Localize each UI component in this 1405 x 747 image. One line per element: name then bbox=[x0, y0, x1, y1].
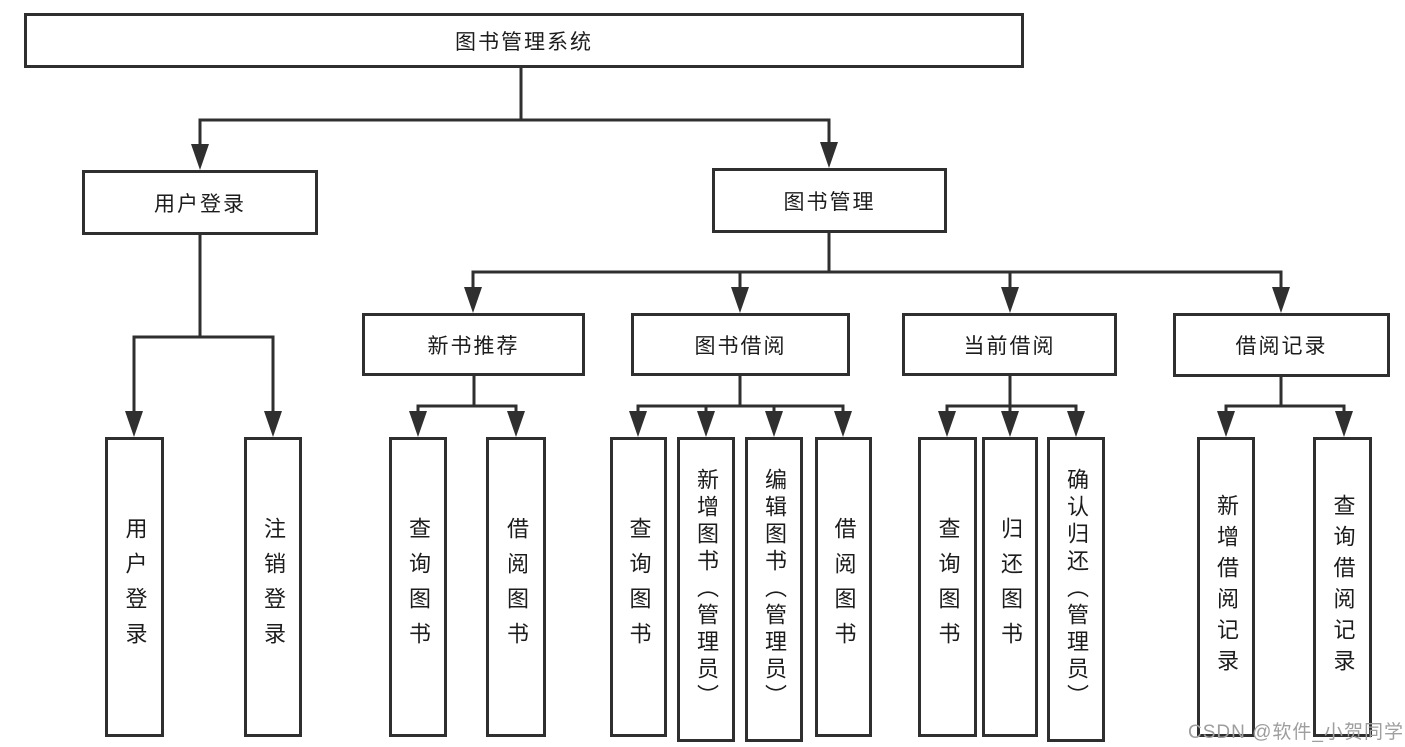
leaf-add-borrow-record: 新增借阅记录 bbox=[1197, 437, 1255, 737]
arrowhead bbox=[264, 411, 282, 437]
arrowhead bbox=[409, 411, 427, 437]
arrowhead bbox=[938, 411, 956, 437]
leaf-borrow-books-label: 借阅图书 bbox=[831, 517, 857, 657]
node-root-label: 图书管理系统 bbox=[455, 30, 593, 54]
arrowhead bbox=[507, 411, 525, 437]
leaf-add-book-admin-label: 新增图书（管理员） bbox=[694, 468, 719, 711]
arrowhead bbox=[1217, 411, 1235, 437]
connector-book-borrow-to-leaves bbox=[629, 376, 852, 437]
node-book-management-label: 图书管理 bbox=[783, 190, 876, 214]
arrowhead bbox=[1335, 411, 1353, 437]
node-book-borrow-label: 图书借阅 bbox=[694, 334, 787, 358]
leaf-user-login-label: 用户登录 bbox=[122, 517, 148, 657]
leaf-confirm-return-admin: 确认归还（管理员） bbox=[1047, 437, 1105, 742]
arrowhead bbox=[191, 144, 209, 170]
node-borrow-records-label: 借阅记录 bbox=[1235, 335, 1328, 358]
node-borrow-records: 借阅记录 bbox=[1173, 313, 1390, 377]
node-book-management: 图书管理 bbox=[712, 168, 947, 233]
arrowhead bbox=[464, 287, 482, 313]
arrowhead bbox=[820, 142, 838, 168]
node-book-borrow: 图书借阅 bbox=[631, 313, 850, 376]
arrowhead bbox=[1001, 411, 1019, 437]
leaf-query-borrow-record: 查询借阅记录 bbox=[1313, 437, 1372, 737]
leaf-logout-label: 注销登录 bbox=[261, 517, 286, 657]
arrowhead bbox=[1001, 287, 1019, 313]
connector-root-to-level2 bbox=[191, 68, 838, 170]
leaf-confirm-return-admin-label: 确认归还（管理员） bbox=[1064, 468, 1089, 711]
leaf-query-books-recommend: 查询图书 bbox=[389, 437, 447, 737]
arrowhead bbox=[731, 287, 749, 313]
node-root: 图书管理系统 bbox=[24, 13, 1024, 68]
leaf-query-books-borrow-label: 查询图书 bbox=[626, 517, 652, 657]
leaf-return-book-label: 归还图书 bbox=[998, 517, 1023, 657]
arrowhead bbox=[765, 411, 783, 437]
leaf-borrow-books-recommend: 借阅图书 bbox=[486, 437, 546, 737]
arrowhead bbox=[834, 411, 852, 437]
connector-book-management-to-level3 bbox=[464, 233, 1290, 313]
connector-user-login-to-leaves bbox=[125, 235, 282, 437]
leaf-borrow-books: 借阅图书 bbox=[815, 437, 872, 737]
leaf-query-books-borrow: 查询图书 bbox=[610, 437, 667, 737]
arrowhead bbox=[629, 411, 647, 437]
connector-borrow-records-to-leaves bbox=[1217, 377, 1353, 437]
arrowhead bbox=[1067, 411, 1085, 437]
node-new-book-recommend: 新书推荐 bbox=[362, 313, 585, 376]
leaf-edit-book-admin: 编辑图书（管理员） bbox=[745, 437, 803, 742]
connector-current-borrow-to-leaves bbox=[938, 376, 1085, 437]
leaf-query-books-recommend-label: 查询图书 bbox=[406, 517, 431, 657]
watermark: CSDN @软件_小贺同学 bbox=[1188, 722, 1404, 743]
node-user-login-label: 用户登录 bbox=[154, 192, 246, 216]
leaf-edit-book-admin-label: 编辑图书（管理员） bbox=[762, 468, 787, 711]
leaf-query-books-current: 查询图书 bbox=[918, 437, 977, 737]
leaf-user-login: 用户登录 bbox=[105, 437, 164, 737]
leaf-borrow-books-recommend-label: 借阅图书 bbox=[504, 517, 529, 657]
node-new-book-recommend-label: 新书推荐 bbox=[427, 334, 520, 358]
connector-new-book-to-leaves bbox=[409, 376, 525, 437]
arrowhead bbox=[697, 411, 715, 437]
leaf-add-book-admin: 新增图书（管理员） bbox=[677, 437, 735, 742]
arrowhead bbox=[125, 411, 143, 437]
leaf-return-book: 归还图书 bbox=[982, 437, 1038, 737]
arrowhead bbox=[1272, 287, 1290, 313]
node-user-login: 用户登录 bbox=[82, 170, 318, 235]
node-current-borrow: 当前借阅 bbox=[902, 313, 1117, 376]
leaf-logout: 注销登录 bbox=[244, 437, 302, 737]
leaf-query-borrow-record-label: 查询借阅记录 bbox=[1330, 494, 1356, 680]
node-current-borrow-label: 当前借阅 bbox=[963, 334, 1056, 358]
leaf-add-borrow-record-label: 新增借阅记录 bbox=[1214, 494, 1239, 680]
leaf-query-books-current-label: 查询图书 bbox=[935, 517, 961, 657]
